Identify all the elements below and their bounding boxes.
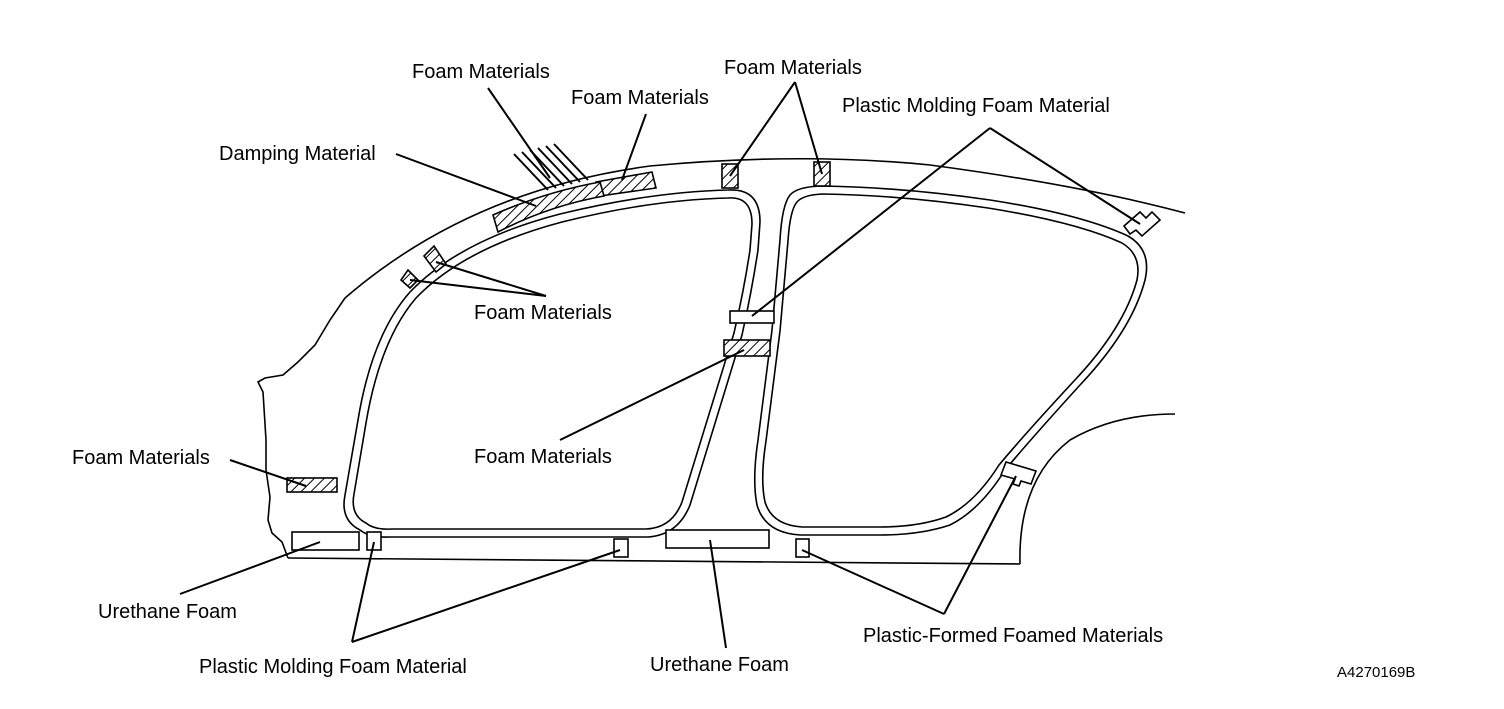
leader-foam-materials-top-2 — [513, 153, 549, 191]
b-pillar-foam-piece — [723, 339, 771, 357]
rear-wheel-arch — [1019, 413, 1176, 565]
b-pillar-plastic-molding-piece — [729, 310, 775, 324]
plain-foam-pieces — [291, 210, 1162, 558]
rear-door-opening-inner — [761, 193, 1139, 528]
leader-foam-materials-top-7 — [553, 143, 589, 181]
label-foam-materials-b-pillar: Foam Materials — [474, 446, 612, 468]
rear-roof-plastic-molding-piece — [1122, 210, 1162, 238]
front-door-opening-inner — [352, 197, 753, 530]
label-plastic-formed: Plastic-Formed Foamed Materials — [863, 625, 1163, 647]
leader-foam-materials-top-6 — [545, 145, 581, 183]
roof-front-foam-piece — [594, 171, 657, 197]
leader-foam-materials-top-4 — [529, 149, 565, 187]
leader-foam-materials-right-a — [729, 81, 796, 177]
center-sill-plastic-molding-piece — [613, 538, 629, 558]
front-urethane-foam-piece — [291, 531, 360, 551]
leader-urethane-center — [709, 539, 727, 649]
rear-sill-plastic-molding-piece — [795, 538, 810, 558]
label-urethane-foam-left: Urethane Foam — [98, 601, 237, 623]
rocker-panel-line — [287, 557, 1021, 565]
callout-labels: Foam Materials Foam Materials Foam Mater… — [72, 57, 1415, 681]
roof-line — [344, 157, 1186, 299]
label-plastic-molding-top: Plastic Molding Foam Material — [842, 95, 1110, 117]
leader-foam-b-pillar — [559, 349, 745, 441]
leader-lines — [179, 81, 1141, 649]
leader-urethane-left — [179, 541, 321, 595]
hatched-foam-pieces — [286, 161, 831, 493]
leader-plastic-formed-b — [943, 475, 1017, 615]
label-foam-materials-front: Foam Materials — [72, 447, 210, 469]
label-foam-materials-a-pillar: Foam Materials — [474, 302, 612, 324]
leader-foam-materials-right-b — [794, 81, 823, 175]
damping-material-piece — [492, 181, 606, 234]
front-pillar-foam-piece — [286, 477, 338, 493]
vehicle-body-outline — [256, 157, 1186, 565]
leader-foam-materials-top-5 — [537, 147, 573, 185]
front-door-opening-outer — [343, 189, 761, 538]
leader-plastic-molding-bottom-a — [351, 541, 375, 643]
label-foam-materials-top-right: Foam Materials — [724, 57, 862, 79]
leader-foam-materials-top-1 — [487, 87, 551, 179]
leader-plastic-formed-a — [801, 549, 945, 615]
leader-foam-materials-roof — [621, 113, 647, 181]
a-pillar-foam-piece-lower — [399, 268, 420, 290]
leader-foam-a-pillar-a — [435, 261, 547, 297]
leader-foam-a-pillar-b — [409, 279, 547, 297]
label-foam-materials-roof: Foam Materials — [571, 87, 709, 109]
figure-code: A4270169B — [1337, 664, 1415, 681]
front-fender-outline — [256, 297, 346, 559]
label-urethane-foam-center: Urethane Foam — [650, 654, 789, 676]
door-openings — [343, 185, 1148, 538]
rear-fender-plastic-formed-piece — [999, 461, 1038, 487]
leader-plastic-molding-bottom-b — [351, 549, 621, 643]
front-sill-plastic-molding-piece — [366, 531, 382, 551]
leader-foam-materials-top-3 — [521, 151, 557, 189]
a-pillar-foam-piece-upper — [422, 244, 448, 274]
label-foam-materials-top: Foam Materials — [412, 61, 550, 83]
leader-foam-front — [229, 459, 307, 487]
center-urethane-foam-piece — [665, 529, 770, 549]
label-plastic-molding-bottom: Plastic Molding Foam Material — [199, 656, 467, 678]
leader-plastic-molding-top-b — [989, 127, 1141, 225]
leader-plastic-molding-top-a — [751, 127, 991, 317]
leader-damping-material — [395, 153, 537, 207]
rear-door-opening-outer — [753, 185, 1148, 536]
label-damping-material: Damping Material — [219, 143, 376, 165]
